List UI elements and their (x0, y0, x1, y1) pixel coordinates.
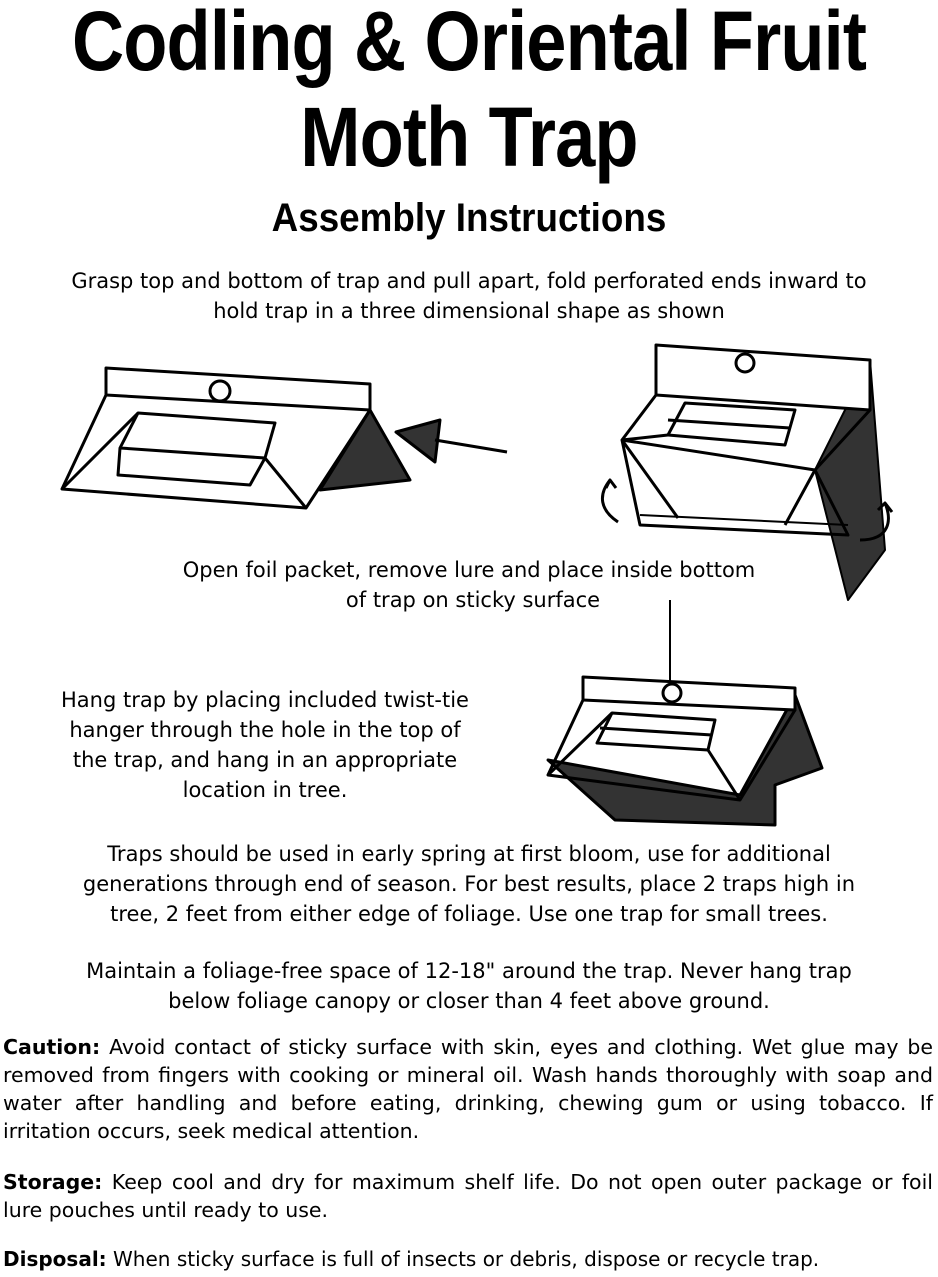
caution-text: Avoid contact of sticky surface with ski… (3, 1035, 933, 1143)
subtitle: Assembly Instructions (271, 196, 667, 240)
step3-line: Hang trap by placing included twist-tie (61, 688, 469, 712)
storage-text: Keep cool and dry for maximum shelf life… (3, 1170, 933, 1222)
step3-line: the trap, and hang in an appropriate (72, 748, 458, 772)
disposal-label: Disposal: (3, 1247, 107, 1271)
usage-line: Traps should be used in early spring at … (107, 842, 831, 866)
usage-line: generations through end of season. For b… (82, 872, 856, 896)
step3-line: hanger through the hole in the top of (69, 718, 461, 742)
spacing-line: Maintain a foliage-free space of 12-18" … (86, 959, 852, 983)
step3-line: location in tree. (182, 778, 348, 802)
hanging-trap-diagram (546, 675, 824, 827)
step1-line-1: Grasp top and bottom of trap and pull ap… (71, 269, 867, 293)
disposal-text: When sticky surface is full of insects o… (106, 1247, 820, 1271)
step3-text: Hang trap by placing included twist-tie … (0, 685, 530, 805)
usage-line: tree, 2 feet from either edge of foliage… (110, 902, 828, 926)
folded-trap-diagram (601, 343, 894, 601)
title-line-1: Codling & Oriental Fruit (71, 0, 867, 88)
step2-line-1: Open foil packet, remove lure and place … (182, 558, 756, 582)
caution-paragraph: Caution: Avoid contact of sticky surface… (3, 1033, 933, 1145)
storage-paragraph: Storage: Keep cool and dry for maximum s… (3, 1168, 933, 1224)
title-line-2: Moth Trap (300, 90, 638, 184)
disposal-paragraph: Disposal: When sticky surface is full of… (3, 1245, 933, 1273)
spacing-line: below foliage canopy or closer than 4 fe… (168, 989, 770, 1013)
step1-line-2: hold trap in a three dimensional shape a… (213, 299, 725, 323)
step2-line-2: of trap on sticky surface (345, 588, 601, 612)
flat-trap-diagram (60, 366, 508, 510)
storage-label: Storage: (3, 1170, 103, 1194)
caution-label: Caution: (3, 1035, 101, 1059)
